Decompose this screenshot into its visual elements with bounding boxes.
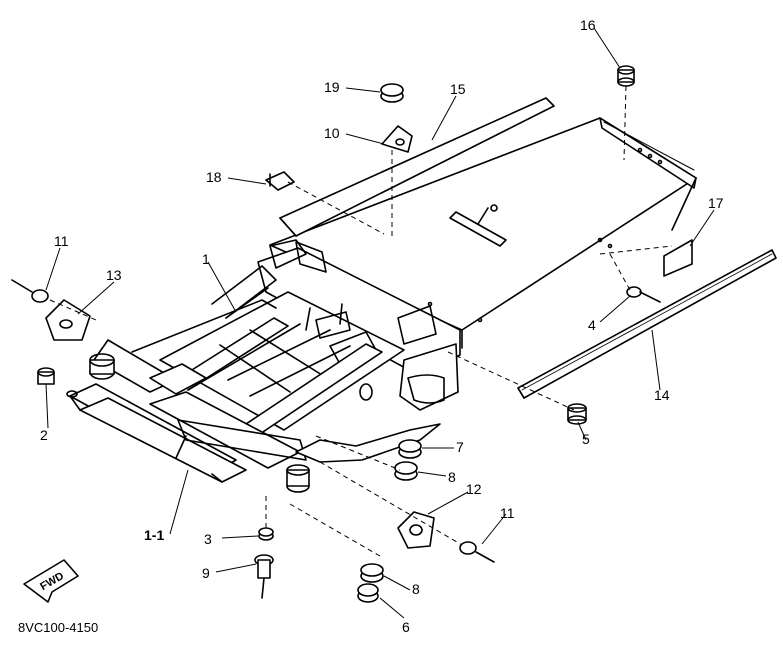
mount-bracket xyxy=(45,299,91,341)
rivet-11-left xyxy=(11,279,49,303)
rivet xyxy=(254,554,274,599)
bolt-bracket xyxy=(265,171,295,191)
grommet-8-upper xyxy=(394,461,418,481)
fwd-arrow xyxy=(23,559,79,603)
callout-14: 14 xyxy=(654,387,670,403)
callout-7: 7 xyxy=(456,439,464,455)
bumper-crossmember xyxy=(66,363,441,483)
callout-8-upper: 8 xyxy=(448,469,456,485)
center-crossmember xyxy=(159,291,405,431)
callout-6: 6 xyxy=(402,619,410,635)
bolt-4 xyxy=(626,286,661,303)
drawing-code: 8VC100-4150 xyxy=(18,620,98,635)
running-board-left xyxy=(279,97,555,237)
callout-3: 3 xyxy=(204,531,212,547)
callout-16: 16 xyxy=(580,17,596,33)
callout-11-right: 11 xyxy=(500,505,515,521)
grommet-8-lower xyxy=(360,563,384,583)
end-cap xyxy=(567,403,587,425)
callout-1: 1 xyxy=(202,251,210,267)
callout-10: 10 xyxy=(324,125,340,141)
callout-8-lower: 8 xyxy=(412,581,420,597)
washer xyxy=(258,527,274,541)
callout-1-1: 1-1 xyxy=(144,527,164,543)
decal xyxy=(663,239,693,277)
leader-lines xyxy=(45,27,715,619)
cap xyxy=(617,65,635,87)
callout-4: 4 xyxy=(588,317,596,333)
callout-12: 12 xyxy=(466,481,482,497)
callout-18: 18 xyxy=(206,169,222,185)
callout-11-left: 11 xyxy=(54,233,69,249)
grommet-7 xyxy=(398,439,422,459)
nut xyxy=(380,83,404,103)
plug-cap xyxy=(37,367,55,385)
running-board-right xyxy=(517,249,777,399)
callout-13: 13 xyxy=(106,267,122,283)
assembly-lines xyxy=(49,85,673,557)
callout-15: 15 xyxy=(450,81,466,97)
grommet-6 xyxy=(357,583,379,603)
callout-19: 19 xyxy=(324,79,340,95)
callout-9: 9 xyxy=(202,565,210,581)
top-bracket xyxy=(381,125,413,153)
frame-side-rail xyxy=(257,239,461,411)
callout-2: 2 xyxy=(40,427,48,443)
callout-5: 5 xyxy=(582,431,590,447)
bracket-plate xyxy=(397,511,435,549)
rivet-11-right xyxy=(459,541,495,563)
callout-17: 17 xyxy=(708,195,724,211)
